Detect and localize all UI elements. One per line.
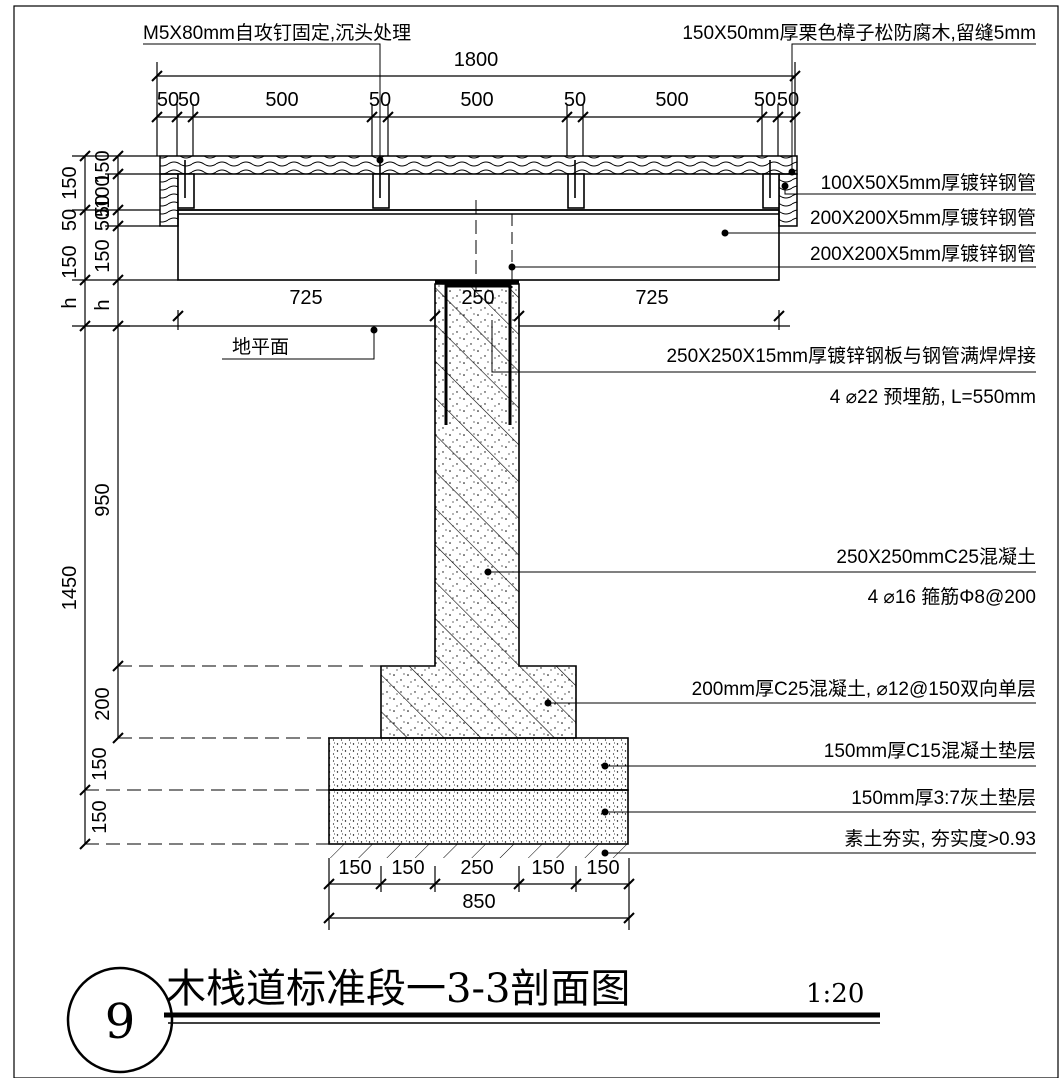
callout-screw: M5X80mm自攻钉固定,沉头处理 xyxy=(143,22,411,44)
timber-decking xyxy=(159,155,798,227)
dim-bottom-seg: 150 xyxy=(531,857,564,879)
dim-mid-center: 250 xyxy=(461,287,494,309)
frame xyxy=(13,5,1059,1078)
dim-bottom-seg: 250 xyxy=(460,857,493,879)
dim-left-inner: h xyxy=(92,299,114,310)
callout-beam1: 200X200X5mm厚镀锌钢管 xyxy=(810,207,1036,229)
dim-bottom-seg: 150 xyxy=(391,857,424,879)
dim-top-seg: 50 xyxy=(178,89,200,111)
dim-left-inner: 50 xyxy=(92,209,114,231)
dim-bottom-seg: 150 xyxy=(338,857,371,879)
detail-number-circle xyxy=(66,966,174,1074)
callout-joist: 100X50X5mm厚镀锌钢管 xyxy=(821,172,1036,194)
concrete-column-footing xyxy=(380,283,577,739)
dim-mid-left: 725 xyxy=(289,287,322,309)
callout-column: 250X250mmC25混凝土 xyxy=(836,546,1036,568)
dim-left-outer: 150 xyxy=(59,166,81,199)
dim-left-inner: 150 xyxy=(92,150,114,183)
left-dimensions xyxy=(72,150,178,850)
callout-anchor: 4 ⌀22 预埋筋, L=550mm xyxy=(830,386,1036,408)
callout-cushion: 150mm厚C15混凝土垫层 xyxy=(824,740,1036,762)
dim-bottom-total: 850 xyxy=(462,891,495,913)
dim-top-seg: 500 xyxy=(655,89,688,111)
dim-left-outer: h xyxy=(59,297,81,308)
dim-left-outer: 150 xyxy=(89,800,111,833)
callout-plate: 250X250X15mm厚镀锌钢板与钢管满焊焊接 xyxy=(666,345,1036,367)
drawing-title: 木栈道标准段一3-3剖面图 xyxy=(166,966,630,1012)
dim-left-inner: 50 xyxy=(92,195,114,217)
embedded-rebar xyxy=(444,284,512,425)
dim-left-outer: 150 xyxy=(89,747,111,780)
dim-top-seg: 50 xyxy=(157,89,179,111)
lime-soil-layer xyxy=(328,789,629,845)
callout-lime-soil: 150mm厚3:7灰土垫层 xyxy=(851,787,1036,809)
callout-ground: 地平面 xyxy=(232,336,289,358)
callout-subgrade: 素土夯实, 夯实度>0.93 xyxy=(844,828,1036,850)
bottom-dimensions xyxy=(323,858,635,930)
dim-left-inner: 200 xyxy=(92,687,114,720)
detail-number: 9 xyxy=(105,994,136,1050)
drawing-scale: 1:20 xyxy=(806,979,864,1009)
callout-beam2: 200X200X5mm厚镀锌钢管 xyxy=(810,243,1036,265)
leaders xyxy=(143,43,1036,854)
compacted-subgrade xyxy=(329,844,628,858)
callout-column-rebar: 4 ⌀16 箍筋Φ8@200 xyxy=(868,586,1036,608)
callout-decking: 150X50mm厚栗色樟子松防腐木,留缝5mm xyxy=(682,22,1036,44)
callout-footing: 200mm厚C25混凝土, ⌀12@150双向单层 xyxy=(692,678,1036,700)
dim-top-seg: 50 xyxy=(564,89,586,111)
c15-cushion xyxy=(328,737,629,791)
dim-left-inner: 950 xyxy=(92,483,114,516)
dim-top-seg: 500 xyxy=(460,89,493,111)
dim-top-seg: 50 xyxy=(754,89,776,111)
dim-top-seg: 50 xyxy=(777,89,799,111)
dim-mid-right: 725 xyxy=(635,287,668,309)
dim-top-total: 1800 xyxy=(454,49,499,71)
joists xyxy=(177,160,780,209)
dim-left-outer: 50 xyxy=(59,209,81,231)
dim-left-inner: 100 xyxy=(92,175,114,208)
steel-beams xyxy=(177,209,780,281)
dim-left-inner: 150 xyxy=(92,239,114,272)
leader-dots xyxy=(370,156,796,857)
dim-left-outer: 150 xyxy=(59,245,81,278)
dim-left-outer: 1450 xyxy=(59,566,81,611)
dim-bottom-seg: 150 xyxy=(586,857,619,879)
dim-top-seg: 500 xyxy=(265,89,298,111)
